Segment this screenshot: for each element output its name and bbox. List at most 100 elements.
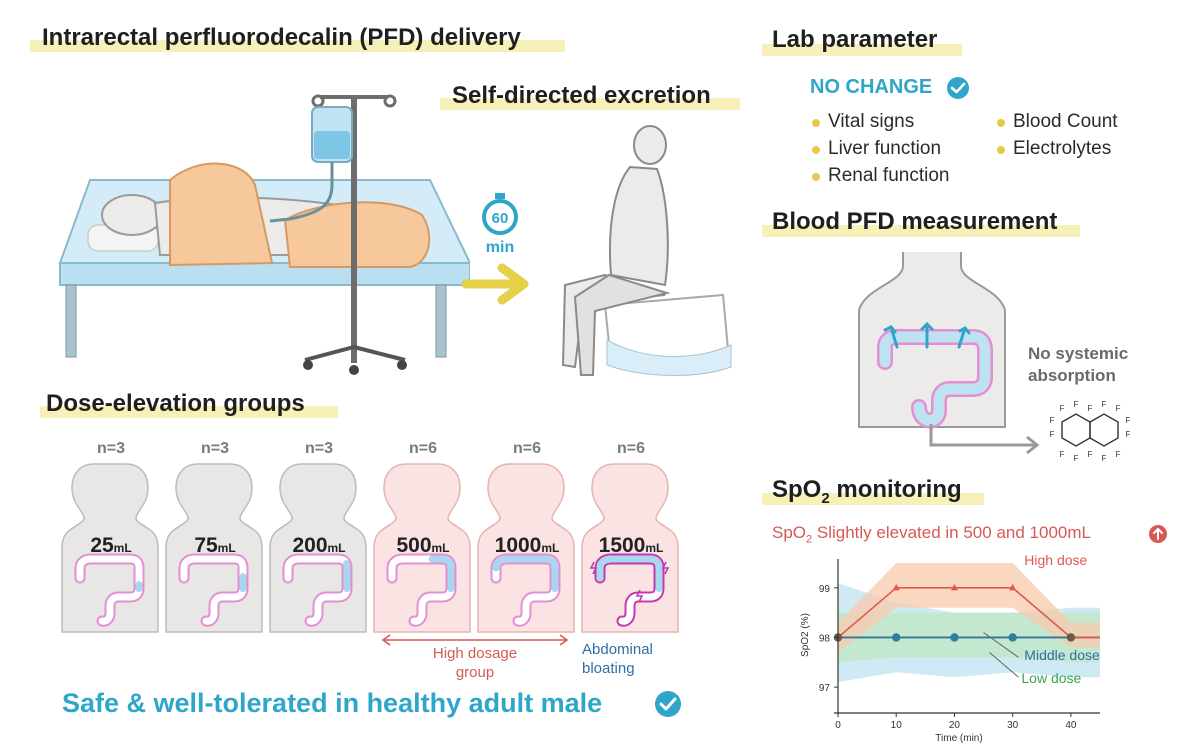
dose-figure [581,463,679,633]
dose-value-1: 25mL [62,534,160,558]
dose-amount: 500 [396,534,432,557]
dose-group-4: n=6 [374,440,472,458]
check-circle-icon [655,691,681,717]
arrow-right-icon [462,263,529,305]
x-tick-label: 0 [835,720,841,731]
dose-unit: mL [113,541,132,555]
dose-n: n=6 [512,440,541,457]
blood-note-line1: No systemic [1028,344,1129,363]
x-tick-label: 40 [1065,720,1077,731]
legend-leader-line [989,651,1019,678]
dose-figures [61,463,679,633]
dose-unit: mL [431,541,450,555]
iv-bag-illustration [269,106,353,223]
y-tick-label: 99 [819,584,831,595]
bloating-label-line1: Abdominal [582,641,653,658]
dose-amount: 1500 [598,534,646,557]
fluorine-atom: F [1074,454,1079,463]
dose-value-5: 1000mL [478,534,576,558]
lab-status: NO CHANGE [810,76,933,98]
dose-title: Dose-elevation groups [46,390,305,417]
lab-item: Vital signs [810,108,949,135]
dose-unit: mL [645,541,664,555]
series-label-low-dose: Low dose [1021,670,1081,686]
dose-group-6: n=6 [582,440,680,458]
fluorine-atom: F [1102,454,1107,463]
dose-n: n=3 [304,440,333,457]
legend-leader-line [983,632,1019,658]
middle-dose-point [1066,633,1076,642]
high-dose-point [1009,583,1017,591]
dose-amount: 1000 [494,534,542,557]
lab-item: Electrolytes [995,135,1118,162]
bloating-label: Abdominal bloating [582,640,682,678]
dose-unit: mL [541,541,560,555]
excretion-title: Self-directed excretion [452,82,711,109]
excretion-title-highlight [440,98,740,110]
lab-item: Blood Count [995,108,1118,135]
spo2-title: SpO2 monitoring [772,476,962,507]
timer-icon: 60 min [482,193,518,256]
series-label-high-dose: High dose [1024,552,1087,568]
dose-group-2: n=3 [166,440,264,458]
spo2-note-prefix: SpO [772,523,807,542]
bloating-label-line2: bloating [582,660,635,677]
spo2-note: SpO2 Slightly elevated in 500 and 1000mL [772,523,1091,545]
spo2-note-suffix: Slightly elevated in 500 and 1000mL [812,523,1091,542]
series-band-high-dose [838,563,1100,653]
lab-item: Renal function [810,162,949,189]
seated-person-illustration [561,125,732,376]
dose-group-1: n=3 [62,440,160,458]
spo2-title-highlight [762,493,984,505]
spo2-title-suffix: monitoring [829,476,962,503]
lab-list-right: Blood Count Electrolytes [995,108,1118,162]
lab-list-left: Vital signs Liver function Renal functio… [810,108,949,189]
timer-value: 60 [492,210,509,227]
high-dose-point [892,583,900,591]
dose-group-3: n=3 [270,440,368,458]
x-tick-label: 10 [891,720,903,731]
fluorine-atom: F [1126,430,1130,439]
dose-value-4: 500mL [374,534,472,558]
dose-unit: mL [327,541,346,555]
y-tick-label: 97 [819,683,831,694]
dose-value-2: 75mL [166,534,264,558]
high-dosage-label-line1: High dosage [432,645,518,662]
dose-n: n=3 [96,440,125,457]
series-line-high-dose [837,587,1100,639]
high-dosage-label: High dosage group [410,644,540,682]
high-dose-point [950,583,958,591]
x-axis-label: Time (min) [935,733,982,743]
fluorine-atom: F [1102,400,1107,409]
blood-title: Blood PFD measurement [772,208,1058,235]
fluorine-atom: F [1126,416,1130,425]
dose-n: n=6 [408,440,437,457]
blood-title-highlight [762,225,1080,237]
delivery-title-highlight [30,40,565,52]
timer-unit: min [486,239,514,256]
dose-amount: 200 [292,534,328,557]
x-tick-label: 30 [1007,720,1019,731]
fluorine-atom: F [1060,404,1065,413]
fluorine-atom: F [1088,450,1093,459]
dose-value-3: 200mL [270,534,368,558]
fluorine-atom: F [1074,400,1079,409]
high-dose-range-arrow [381,634,569,646]
bloating-spark-icon [635,589,644,603]
lab-title: Lab parameter [772,26,938,53]
spo2-note-sub: 2 [806,533,813,546]
check-circle-icon [947,77,969,99]
lab-title-highlight [762,44,962,56]
delivery-title: Intrarectal perfluorodecalin (PFD) deliv… [42,24,521,51]
fluorine-atom: F [1050,416,1055,425]
fluorine-atom: F [1088,404,1093,413]
spo2-title-prefix: SpO [772,476,822,503]
delivery-illustration [58,94,470,375]
series-label-middle-dose: Middle dose [1024,647,1100,663]
dose-title-highlight [40,406,338,418]
fluorine-atom: F [1050,430,1055,439]
middle-dose-point [892,633,901,642]
blood-note-line2: absorption [1028,366,1116,385]
dose-n: n=6 [616,440,645,457]
